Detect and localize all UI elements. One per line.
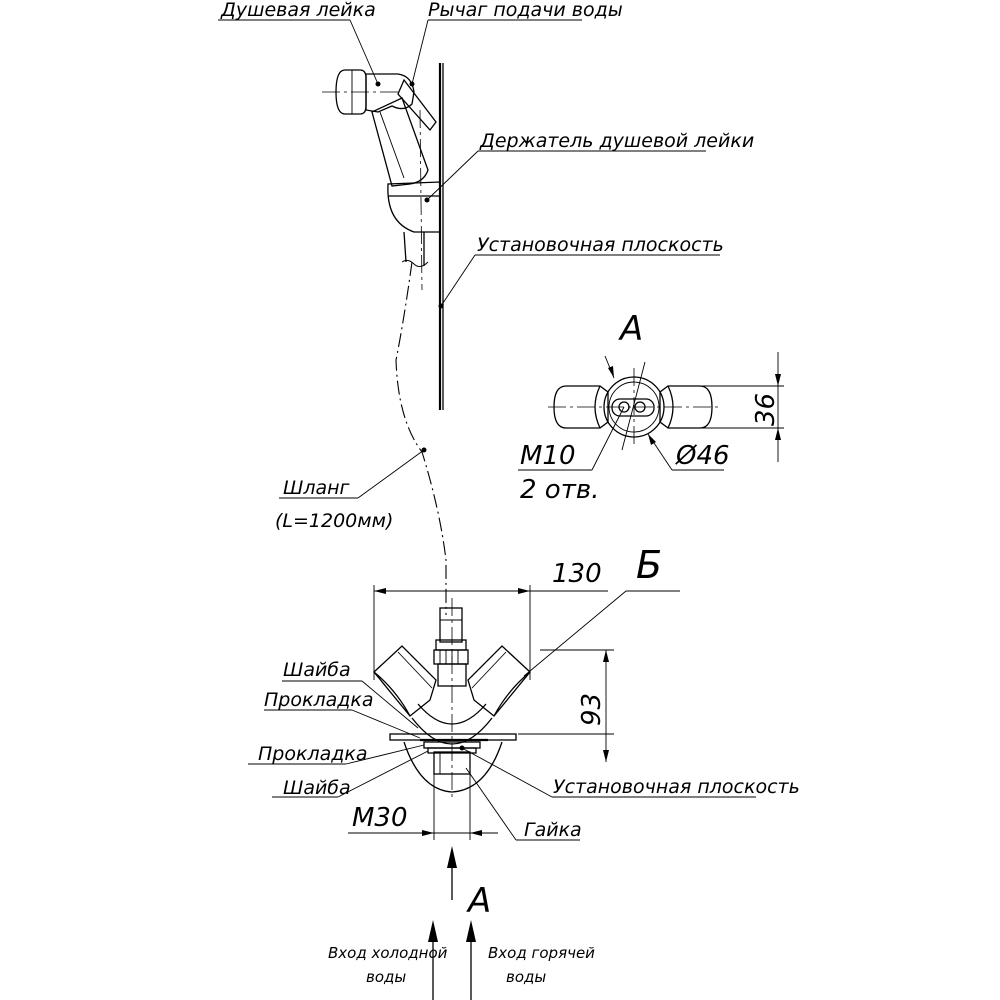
view-a-title: A: [618, 309, 643, 349]
label-water-lever: Рычаг подачи воды: [428, 0, 623, 21]
label-hot-water-1: Вход горячей: [488, 944, 595, 962]
label-washer-top: Шайба: [283, 659, 351, 681]
dim-width-130: 130: [552, 559, 602, 589]
label-washer-bottom: Шайба: [283, 777, 351, 799]
view-a-arrow-label: A: [466, 881, 491, 921]
dim-holes: 2 отв.: [520, 475, 599, 505]
dim-height-93: 93: [577, 693, 607, 726]
dim-diameter-46: Ø46: [675, 441, 730, 471]
label-cold-water-2: воды: [366, 968, 406, 986]
mixer-assembly: [348, 585, 680, 840]
label-shower-head: Душевая лейка: [220, 0, 376, 21]
label-gasket-top: Прокладка: [264, 689, 374, 711]
view-a-arrows: [428, 846, 476, 1000]
hose-line: [395, 261, 447, 615]
label-hose-length: (L=1200мм): [275, 510, 393, 532]
top-leaders: [218, 19, 720, 499]
view-a: [518, 352, 784, 471]
label-cold-water-1: Вход холодной: [328, 944, 448, 962]
label-gasket-bottom: Прокладка: [258, 743, 368, 765]
label-hot-water-2: воды: [506, 968, 546, 986]
label-shower-holder: Держатель душевой лейки: [479, 130, 754, 152]
shower-head-assembly: [322, 63, 444, 410]
label-hose: Шланг: [283, 477, 351, 499]
dim-thread-m30: M30: [352, 803, 408, 833]
label-nut: Гайка: [524, 819, 582, 841]
section-b-mark: Б: [636, 543, 662, 587]
label-mounting-plane-top: Установочная плоскость: [477, 234, 724, 256]
dim-m10: M10: [520, 441, 576, 471]
dim-36: 36: [751, 393, 781, 426]
label-mounting-plane-bottom: Установочная плоскость: [553, 776, 800, 798]
bottom-leaders: [248, 680, 756, 841]
